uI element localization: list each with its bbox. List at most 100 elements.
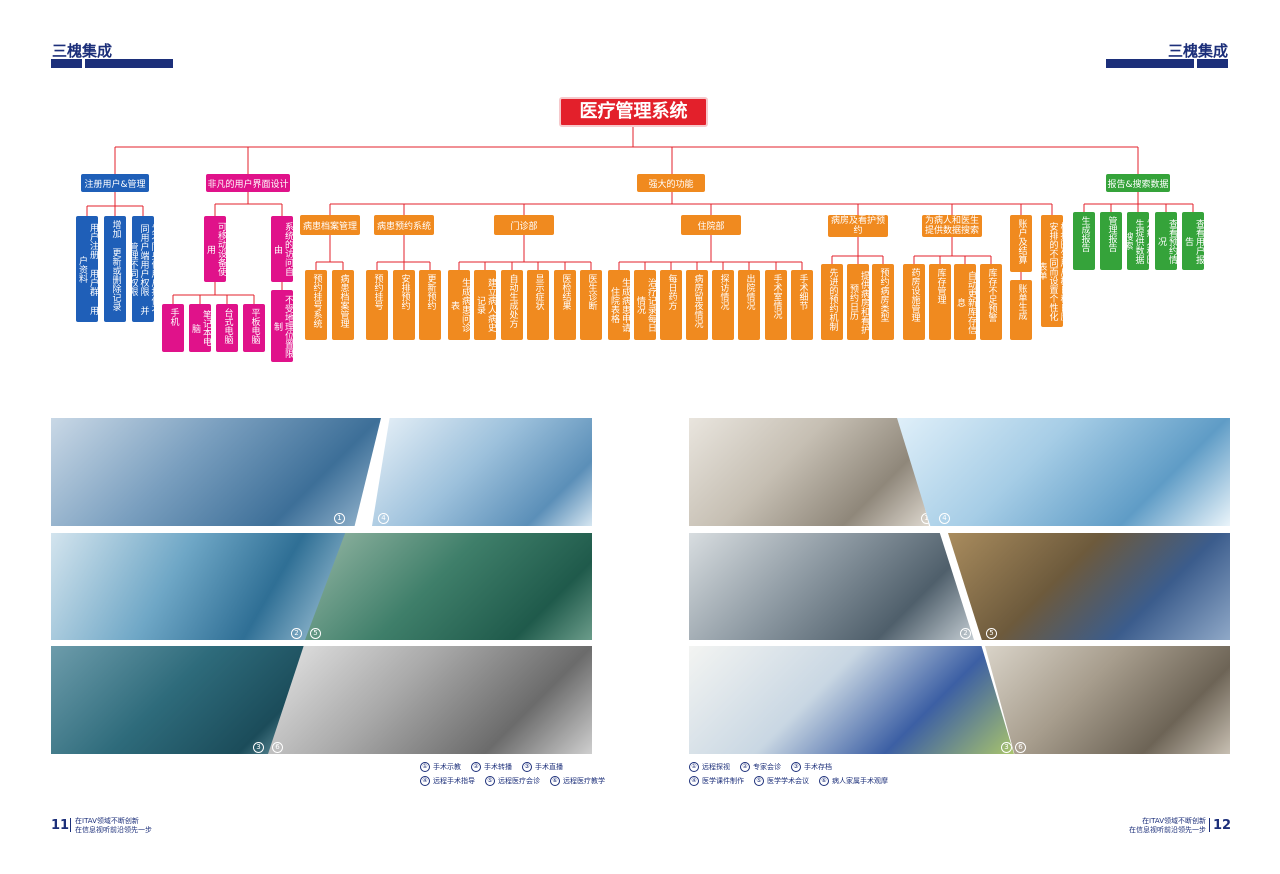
photo-num: 1: [334, 513, 345, 524]
photo-courseware: 4: [897, 418, 1230, 526]
photo-remote-consult: 5: [305, 533, 592, 640]
device-laptop: 笔记本电脑: [189, 304, 211, 352]
archive-node: 病患档案管理: [300, 215, 360, 235]
search-node: 为病人和医生提供数据搜索: [922, 215, 982, 237]
photo-num: 4: [939, 513, 950, 524]
photo-num: 2: [960, 628, 971, 639]
inpatient-node: 住院部: [681, 215, 741, 235]
footer-tag-right: 在ITAV领域不断创新 在信息视听前沿领先一步: [1129, 817, 1206, 834]
device-tablet: 平板电脑: [243, 304, 265, 352]
photo-num: 4: [378, 513, 389, 524]
register-child-3: 为不同身份用户提供不同用户端用户权限 并管理不同权限: [128, 216, 160, 322]
photo-num: 1: [921, 513, 929, 524]
photo-surgery-live: 3: [51, 646, 311, 754]
ward-child-2: 提供病房和看护预约日历: [847, 264, 869, 340]
photo-num: 3: [1001, 742, 1012, 753]
register-child-2: 增加 更新或删除记录: [104, 216, 126, 322]
billing-node: 账户及结算: [1010, 215, 1032, 272]
booking-node: 病患预约系统: [374, 215, 434, 235]
schedule-node: 根据医生用户群日程日历安排的不同而设置个性化表单: [1037, 215, 1069, 327]
photo-num: 6: [272, 742, 283, 753]
photo-num: 5: [310, 628, 321, 639]
footer-divider-right: [1209, 818, 1210, 832]
outpatient-child-1: 生成病患问诊表: [448, 270, 470, 340]
brand-left: 三槐集成: [52, 42, 113, 60]
page-number-right: 12: [1213, 818, 1232, 833]
photo-num: 2: [291, 628, 302, 639]
root-title: 医疗管理系统: [559, 97, 708, 127]
archive-child-1: 预约挂号系统: [305, 270, 327, 340]
ward-child-1: 先进的预约机制: [821, 264, 843, 340]
inpatient-child-3: 每日药方: [660, 270, 682, 340]
footer-tag-left: 在ITAV领域不断创新 在信息视听前沿领先一步: [75, 817, 152, 834]
reports-child-4: 查看预约情况: [1155, 212, 1177, 270]
photo-surgery-archive: 3: [689, 646, 1014, 754]
page-number-left: 11: [51, 818, 70, 833]
inpatient-child-1: 生成病患申请住院表格: [608, 270, 630, 340]
ward-node: 病房及看护预约: [828, 215, 888, 237]
booking-child-2: 安排预约: [393, 270, 415, 340]
booking-child-3: 更新预约: [419, 270, 441, 340]
outpatient-node: 门诊部: [494, 215, 554, 235]
photo-num: 6: [1015, 742, 1026, 753]
photo-num: 3: [253, 742, 264, 753]
outpatient-child-2: 建立病人病史记录: [474, 270, 496, 340]
tree-connectors: [86, 127, 1194, 304]
header-bars-left: [51, 59, 173, 68]
inpatient-child-2: 治疗记录每日情况: [634, 270, 656, 340]
photo-surgery-relay: 2: [51, 533, 351, 640]
header-bars-right: [1106, 59, 1228, 68]
booking-child-1: 预约挂号: [366, 270, 388, 340]
inpatient-child-5: 探访情况: [712, 270, 734, 340]
photo-surgery-broadcast: 4: [372, 418, 592, 526]
outpatient-child-3: 自动生成处方: [501, 270, 523, 340]
inpatient-child-8: 手术细节: [791, 270, 813, 340]
search-child-1: 药房设施管理: [903, 264, 925, 340]
photo-academic-meeting: 5: [948, 533, 1230, 640]
features-node: 强大的功能: [637, 174, 705, 192]
photo-remote-visit: 1: [689, 418, 929, 526]
outpatient-child-4: 显示症状: [527, 270, 549, 340]
inpatient-child-7: 手术室情况: [765, 270, 787, 340]
reports-child-5: 查看用户报告: [1182, 212, 1204, 270]
reports-child-2: 管理报告: [1100, 212, 1122, 270]
device-phone: 手机: [162, 304, 184, 352]
ward-child-3: 预约病房类型: [872, 264, 894, 340]
photo-expert-consult: 2: [689, 533, 974, 640]
inpatient-child-6: 出院情况: [738, 270, 760, 340]
search-child-4: 库存不足预警: [980, 264, 1002, 340]
photo-num: 5: [986, 628, 997, 639]
photo-family-observe: 6: [985, 646, 1230, 754]
photo-surgery-demo: 1: [51, 418, 381, 526]
footer-divider-left: [70, 818, 71, 832]
outpatient-child-6: 医生诊断: [580, 270, 602, 340]
ui-access-child: 不受地理位置限制: [271, 290, 293, 362]
search-child-2: 库存管理: [929, 264, 951, 340]
outpatient-child-5: 医检结果: [554, 270, 576, 340]
search-child-3: 自动更新库存信息: [954, 264, 976, 340]
photo-remote-teaching: 6: [268, 646, 592, 754]
device-desktop: 台式电脑: [216, 304, 238, 352]
brand-right: 三槐集成: [1167, 42, 1228, 60]
archive-child-2: 病患档案管理: [332, 270, 354, 340]
register-child-1: 用户注册 用户群 用户资料: [76, 216, 98, 322]
inpatient-child-4: 病房留夜情况: [686, 270, 708, 340]
ui-mobile-node: 可移动设备使用: [204, 216, 226, 282]
reports-node: 报告&搜索数据: [1106, 174, 1170, 192]
ui-access-node: 系统的访问自由: [271, 216, 293, 282]
billing-child: 账单生成: [1010, 280, 1032, 340]
reports-child-1: 生成报告: [1073, 212, 1095, 270]
